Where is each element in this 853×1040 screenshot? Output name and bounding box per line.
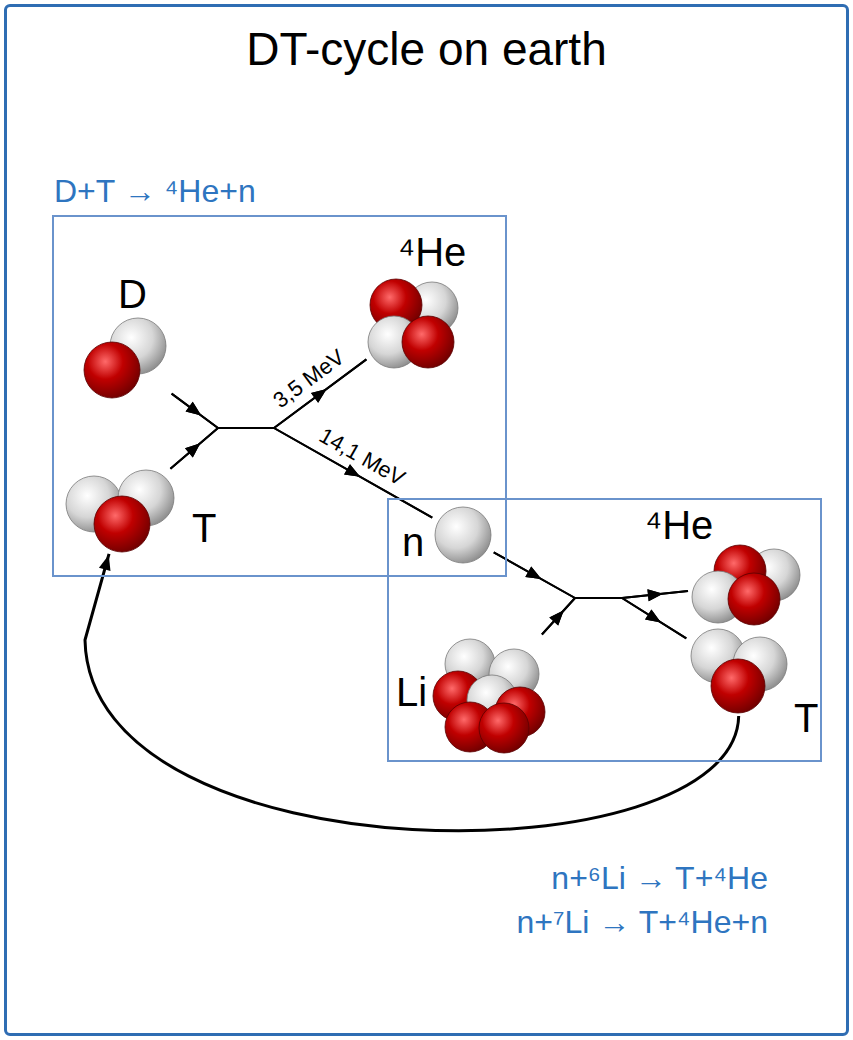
- reaction-line: [542, 598, 686, 638]
- particle-cluster: [66, 470, 176, 552]
- energy-label: 14,1 MeV: [316, 424, 409, 490]
- proton: [479, 703, 529, 753]
- particle-cluster: [430, 636, 546, 752]
- arrow-head: [525, 566, 541, 579]
- particle-label: T: [192, 508, 216, 548]
- arrow-head: [525, 566, 541, 579]
- particle-label: n: [402, 522, 424, 562]
- reaction-arrow: [85, 554, 739, 831]
- particle-label: ⁴He: [398, 232, 466, 272]
- proton: [728, 573, 780, 625]
- arrow-head: [186, 402, 202, 416]
- arrow-head: [645, 609, 661, 622]
- diagram-title: DT-cycle on earth: [0, 26, 853, 72]
- arrow-head: [99, 555, 111, 571]
- proton: [84, 342, 140, 398]
- reaction-arrow: [494, 552, 687, 638]
- reaction-line: [494, 552, 688, 598]
- particle-cluster: [690, 545, 800, 625]
- particle-label: D: [118, 274, 147, 314]
- particle-label: T: [794, 698, 818, 738]
- proton: [402, 316, 454, 368]
- return-arrow: [85, 554, 739, 831]
- arrow-head: [645, 609, 661, 622]
- particle-cluster: [688, 628, 788, 714]
- particle-cluster: [368, 278, 460, 370]
- arrow-head: [185, 443, 200, 457]
- arrow-head: [186, 402, 202, 416]
- particle-node: ⁴He: [368, 278, 460, 370]
- particle-node: Li: [430, 636, 546, 752]
- reaction-equation: n+⁶Li → T+⁴He: [551, 862, 768, 894]
- particle-cluster: [80, 318, 170, 400]
- particle-node: D: [80, 318, 170, 400]
- arrow-head: [647, 589, 663, 601]
- particle-node: T: [66, 470, 176, 552]
- arrow-head: [647, 589, 663, 601]
- particle-cluster: [434, 506, 492, 564]
- reaction-arrow: [542, 598, 686, 638]
- reaction-heading: D+T → ⁴He+n: [54, 175, 256, 207]
- reaction-box: Li⁴HeT: [387, 498, 822, 762]
- arrow-head: [311, 389, 327, 403]
- particle-label: ⁴He: [645, 505, 713, 545]
- particle-node: T: [688, 628, 788, 714]
- reaction-line: [494, 552, 687, 638]
- proton: [94, 496, 150, 552]
- reaction-arrow: [542, 589, 688, 634]
- reaction-equation: n+⁷Li → T+⁴He+n: [516, 906, 768, 938]
- particle-label: Li: [396, 672, 427, 712]
- arrow-head: [311, 389, 327, 403]
- arrow-head: [549, 610, 564, 625]
- particle-node: ⁴He: [690, 545, 800, 625]
- reaction-arrow: [494, 552, 688, 601]
- particle-node: n: [434, 506, 492, 564]
- neutron: [435, 507, 491, 563]
- proton: [711, 659, 765, 713]
